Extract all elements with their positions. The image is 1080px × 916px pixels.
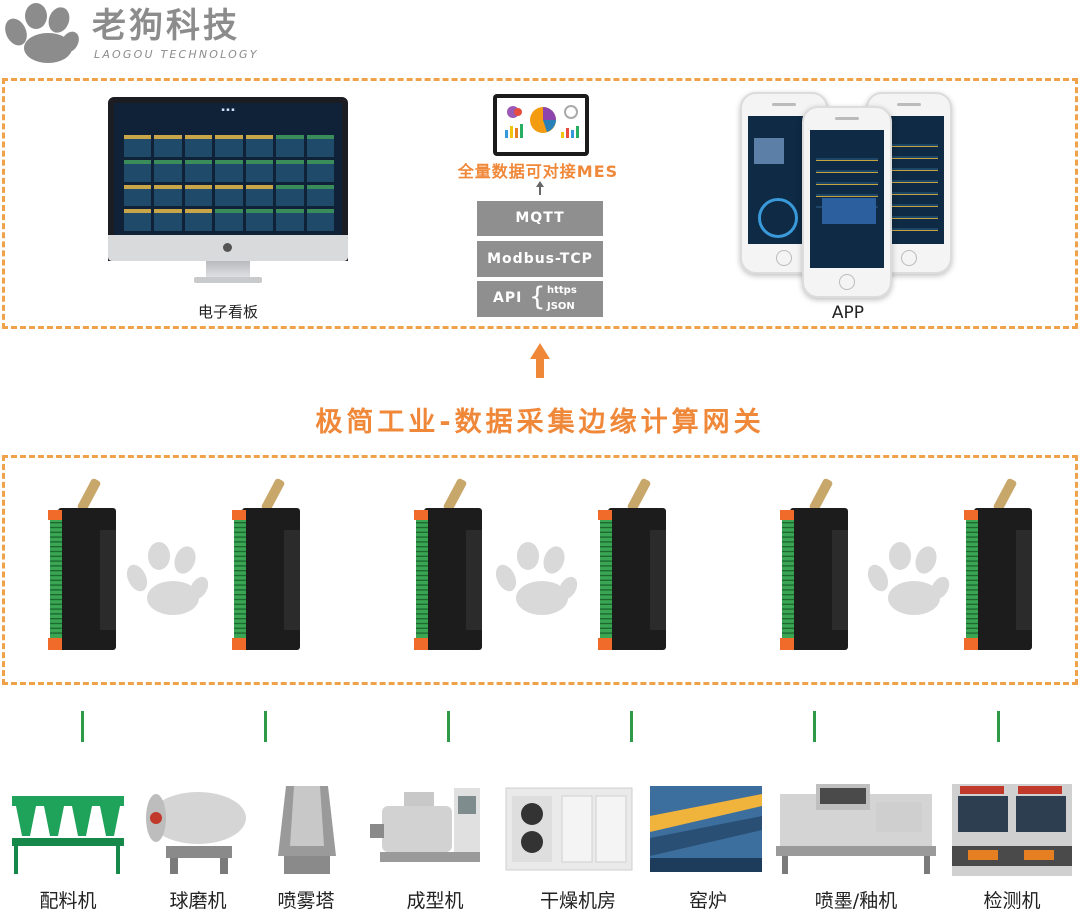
chart-icon: [497, 98, 585, 152]
arrow-up-icon: [536, 181, 544, 195]
monitor-screen: ▪ ▪ ▪: [114, 103, 342, 235]
brace-icon: {: [529, 282, 547, 312]
arrow-up-icon: [530, 343, 550, 378]
machine-label: 球磨机: [169, 890, 227, 912]
machine-label: 成型机: [406, 890, 464, 912]
phone-speaker: [772, 103, 796, 106]
logo-name-cn: 老狗科技: [92, 6, 240, 46]
screen-tile-grid: [124, 135, 334, 231]
inkjet-glazing-machine-icon: [776, 784, 936, 874]
machine-label: 喷雾塔: [277, 890, 335, 912]
building-photo: [754, 138, 784, 164]
phone-screen: [810, 130, 884, 268]
machine-label: 配料机: [39, 890, 97, 912]
screen-title-bar: ▪ ▪ ▪: [221, 107, 235, 113]
monitor-foot: [194, 277, 262, 283]
connector-line: [447, 711, 450, 742]
phone-speaker: [897, 103, 921, 106]
forming-machine-icon: [370, 788, 480, 862]
gateway-device: [780, 478, 848, 650]
connector-line: [630, 711, 633, 742]
batching-machine-icon: [12, 796, 124, 874]
protocol-api: API { https JSON: [477, 281, 603, 317]
tablet-device: [493, 94, 589, 156]
machine-label: 喷墨/釉机: [814, 890, 898, 912]
gauge-icon: [758, 198, 798, 238]
kiln-icon: [650, 786, 762, 872]
top-frame-left-edge: [2, 78, 5, 329]
gateway-device: [232, 478, 300, 650]
app-caption: APP: [831, 303, 865, 323]
gateway-device: [414, 478, 482, 650]
api-label: API: [493, 290, 523, 306]
company-logo: 老狗科技 LAOGOU TECHNOLOGY: [4, 2, 294, 66]
gateway-dashed-frame: [2, 455, 1078, 685]
phone-center: [802, 106, 892, 298]
phone-home-button: [839, 274, 855, 290]
phone-speaker: [835, 117, 859, 120]
gateway-device: [598, 478, 666, 650]
protocol-modbus-tcp: Modbus-TCP: [477, 241, 603, 277]
drying-room-icon: [505, 787, 633, 871]
paw-icon: [867, 542, 950, 615]
paw-icon: [5, 3, 79, 63]
gateway-frame-left-edge: [2, 455, 5, 685]
gateway-frame-right-edge: [1075, 455, 1078, 685]
machine-photo: [822, 198, 876, 224]
dashboard-caption: 电子看板: [197, 303, 258, 321]
top-frame-right-edge: [1075, 78, 1078, 329]
dashboard-monitor: ▪ ▪ ▪: [108, 97, 348, 287]
inspection-machine-icon: [952, 784, 1072, 876]
protocol-mqtt: MQTT: [477, 201, 603, 236]
logo-name-en: LAOGOU TECHNOLOGY: [94, 48, 259, 61]
paw-icon: [495, 542, 578, 615]
monitor-stand: [206, 261, 250, 279]
phone-home-button: [776, 250, 792, 266]
machine-label: 窑炉: [688, 890, 727, 912]
machine-label: 检测机: [983, 890, 1041, 912]
machine-label: 干燥机房: [539, 890, 616, 912]
api-json-label: JSON: [547, 301, 575, 312]
api-https-label: https: [547, 285, 577, 296]
paw-icon: [126, 542, 209, 615]
connector-line: [997, 711, 1000, 742]
gateway-title: 极简工业-数据采集边缘计算网关: [315, 407, 765, 438]
spray-tower-icon: [278, 786, 336, 874]
phone-home-button: [901, 250, 917, 266]
gateway-device: [48, 478, 116, 650]
apple-logo-icon: [223, 243, 232, 252]
connector-line: [81, 711, 84, 742]
mes-label: 全量数据可对接MES: [457, 162, 619, 181]
top-dashed-frame: [2, 78, 1078, 329]
gateway-device: [964, 478, 1032, 650]
connector-line: [813, 711, 816, 742]
ball-mill-icon: [146, 792, 246, 874]
connector-line: [264, 711, 267, 742]
